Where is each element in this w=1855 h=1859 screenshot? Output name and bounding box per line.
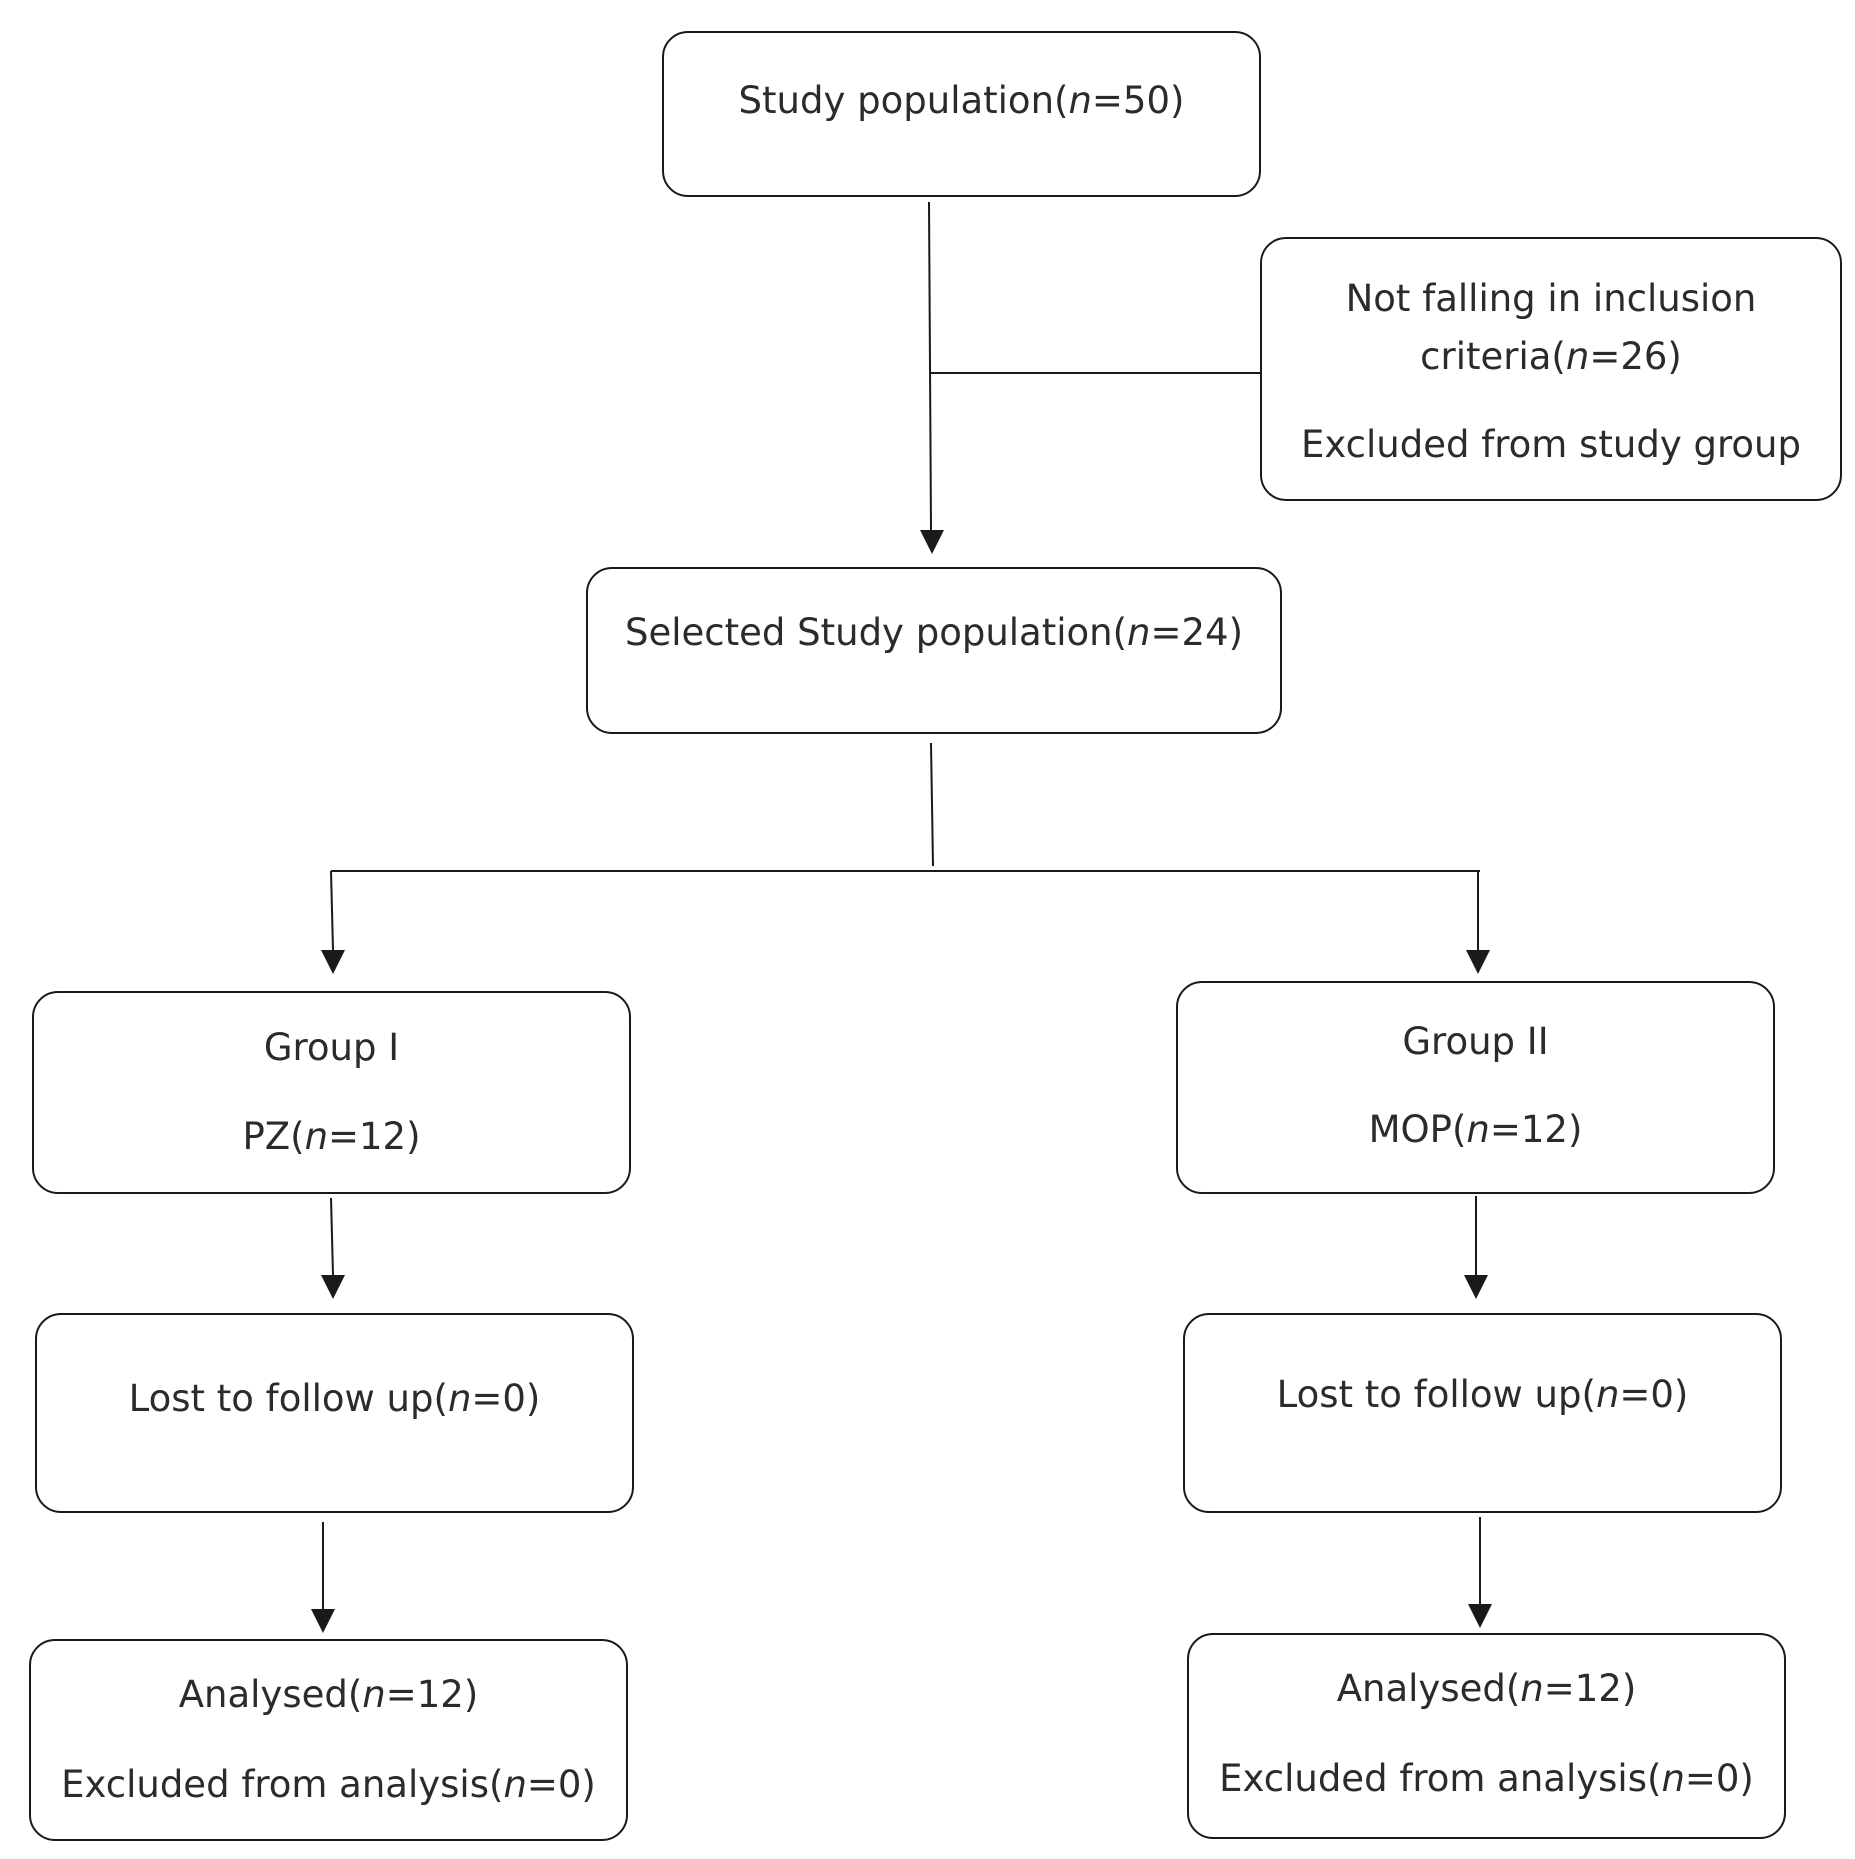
arrowhead-to-lost1 (321, 1275, 345, 1299)
exclusion-line-3: Excluded from study group (1301, 423, 1801, 466)
group2-analysed-text: Analysed(n=12) (1336, 1667, 1637, 1710)
group2-box: Group II MOP(n=12) (1176, 981, 1775, 1194)
group2-excluded-text: Excluded from analysis(n=0) (1219, 1757, 1754, 1800)
group2-lost-text: Lost to follow up(n=0) (1276, 1373, 1689, 1416)
selected-population-box: Selected Study population(n=24) (586, 567, 1282, 734)
exclusion-line-1: Not falling in inclusion (1345, 277, 1757, 320)
connector-group1-to-lost (330, 1197, 334, 1276)
group2-subtitle: MOP(n=12) (1368, 1108, 1583, 1151)
arrowhead-to-lost2 (1464, 1275, 1488, 1299)
group1-title: Group I (263, 1026, 400, 1069)
connector-top-vertical (928, 201, 932, 531)
study-population-box: Study population(n=50) (662, 31, 1261, 197)
group2-title: Group II (1402, 1020, 1549, 1063)
arrowhead-to-analysed1 (311, 1609, 335, 1633)
connector-left-drop (330, 870, 334, 951)
study-population-text: Study population(n=50) (738, 79, 1185, 122)
connector-selected-vertical (930, 742, 934, 867)
group1-lost-text: Lost to follow up(n=0) (128, 1377, 541, 1420)
group1-subtitle: PZ(n=12) (242, 1115, 421, 1158)
exclusion-line-2: criteria(n=26) (1420, 335, 1682, 378)
group1-box: Group I PZ(n=12) (32, 991, 631, 1194)
group2-analysed-box: Analysed(n=12) Excluded from analysis(n=… (1187, 1633, 1786, 1839)
arrowhead-to-selected (920, 530, 944, 554)
group1-analysed-text: Analysed(n=12) (178, 1673, 479, 1716)
selected-population-text: Selected Study population(n=24) (624, 611, 1244, 654)
group1-analysed-box: Analysed(n=12) Excluded from analysis(n=… (29, 1639, 628, 1841)
group1-lost-box: Lost to follow up(n=0) (35, 1313, 634, 1513)
group2-lost-box: Lost to follow up(n=0) (1183, 1313, 1782, 1513)
arrowhead-to-group1 (321, 950, 345, 974)
exclusion-box: Not falling in inclusion criteria(n=26) … (1260, 237, 1842, 501)
arrowhead-to-analysed2 (1468, 1604, 1492, 1628)
group1-excluded-text: Excluded from analysis(n=0) (61, 1763, 596, 1806)
arrowhead-to-group2 (1466, 950, 1490, 974)
